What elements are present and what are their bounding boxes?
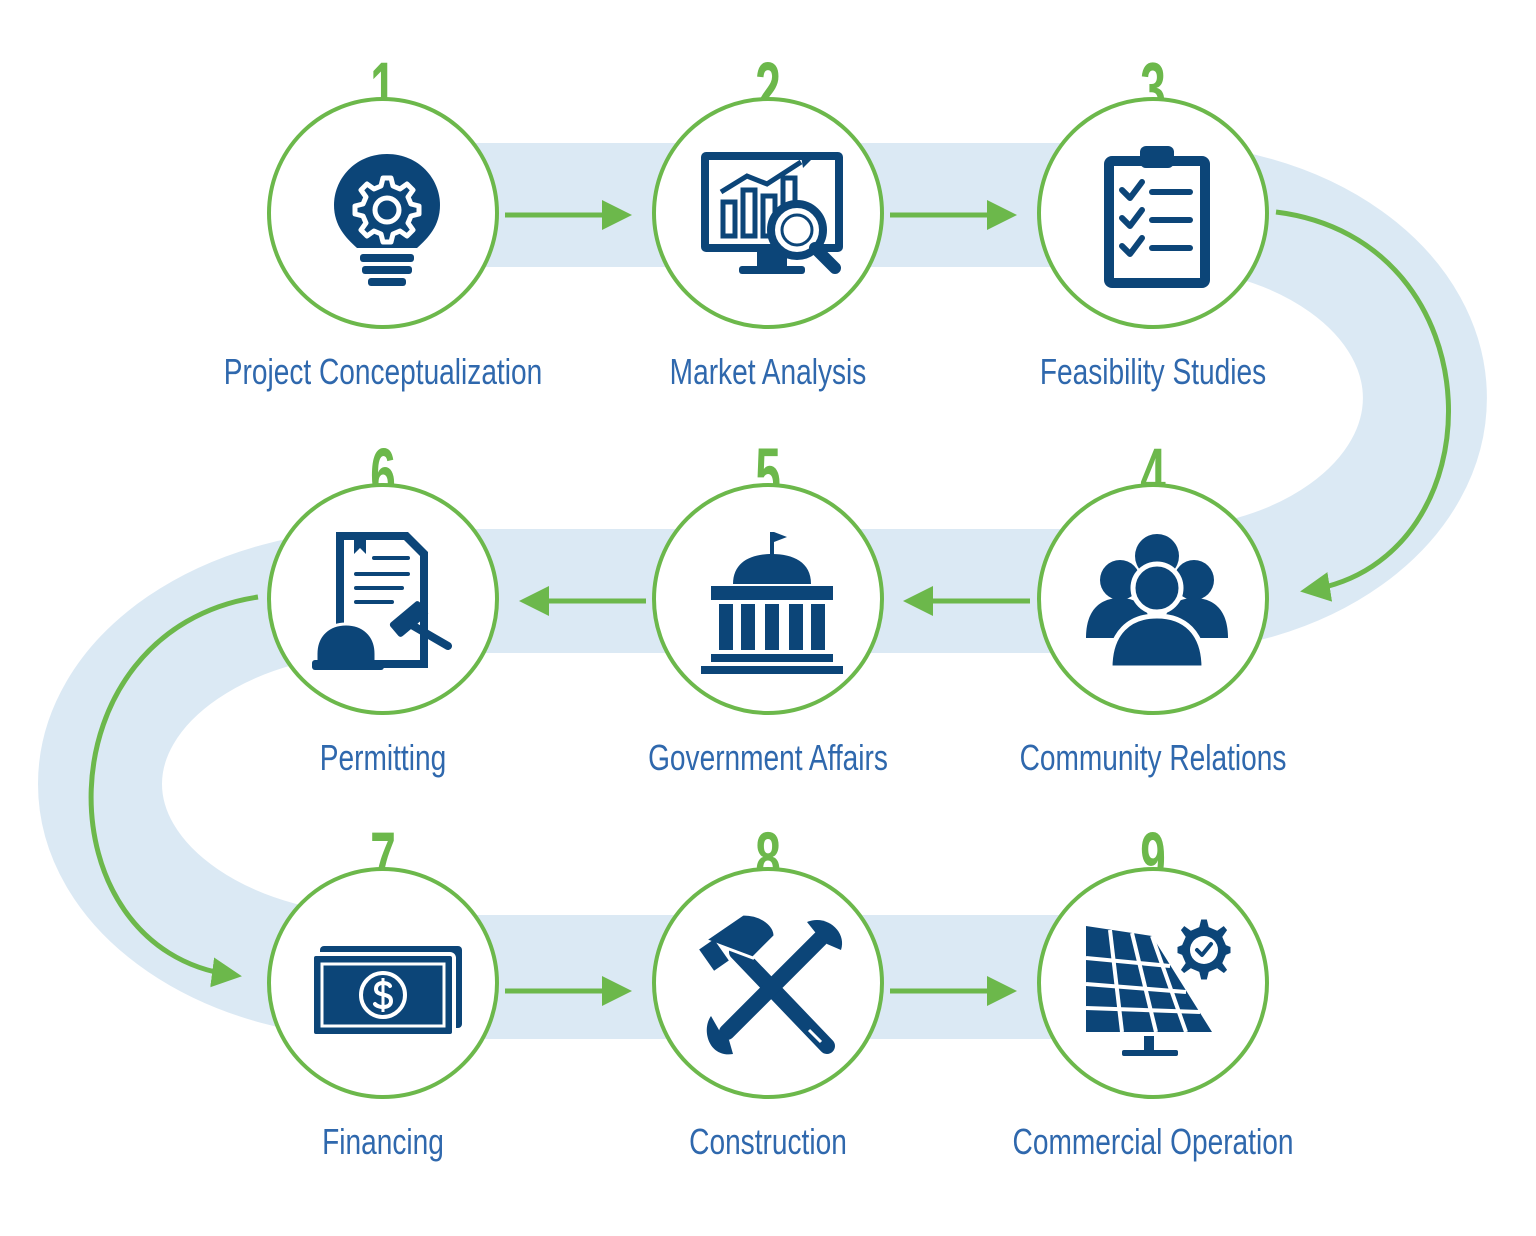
lightbulb-gear-icon <box>334 154 440 286</box>
step-label: Financing <box>322 1121 444 1162</box>
money-bills-icon <box>312 946 462 1038</box>
step-label: Project Conceptualization <box>223 351 543 392</box>
step-circle <box>652 97 884 329</box>
people-group-icon <box>1086 534 1228 671</box>
step-8: 8 Construction <box>648 822 948 1162</box>
clipboard-checklist-icon <box>1104 146 1210 288</box>
step-1: 1 Project Conceptualization <box>224 52 563 392</box>
arrow-3-4 <box>1275 209 1451 602</box>
step-label: Commercial Operation <box>1012 1121 1294 1162</box>
step-circle <box>1037 867 1269 1099</box>
step-label: Government Affairs <box>648 737 888 778</box>
monitor-chart-magnifier-icon <box>701 152 843 274</box>
step-label: Feasibility Studies <box>1039 351 1267 392</box>
arrow-6-7 <box>88 594 259 988</box>
step-circle <box>267 867 499 1099</box>
step-label: Market Analysis <box>669 351 867 392</box>
step-label: Community Relations <box>1019 737 1287 778</box>
step-9: 9 Commercial Operation <box>1013 822 1333 1162</box>
step-6: 6 Permitting <box>263 438 563 778</box>
step-3: 3 Feasibility Studies <box>1033 52 1333 392</box>
step-circle <box>652 483 884 715</box>
step-circle <box>652 867 884 1099</box>
document-gavel-hardhat-icon <box>312 532 452 670</box>
step-7: 7 Financing <box>263 822 563 1162</box>
step-4: 4 Community Relations <box>1020 438 1333 778</box>
step-label: Construction <box>689 1121 847 1162</box>
step-5: 5 Government Affairs <box>648 438 948 778</box>
step-2: 2 Market Analysis <box>648 52 948 392</box>
step-circle <box>267 483 499 715</box>
government-building-icon <box>701 532 843 674</box>
step-circle <box>1037 97 1269 329</box>
step-label: Permitting <box>319 737 447 778</box>
solar-panel-gear-icon <box>1085 916 1232 1056</box>
hammer-wrench-icon <box>699 912 843 1055</box>
step-circle <box>1037 483 1269 715</box>
step-circle <box>267 97 499 329</box>
